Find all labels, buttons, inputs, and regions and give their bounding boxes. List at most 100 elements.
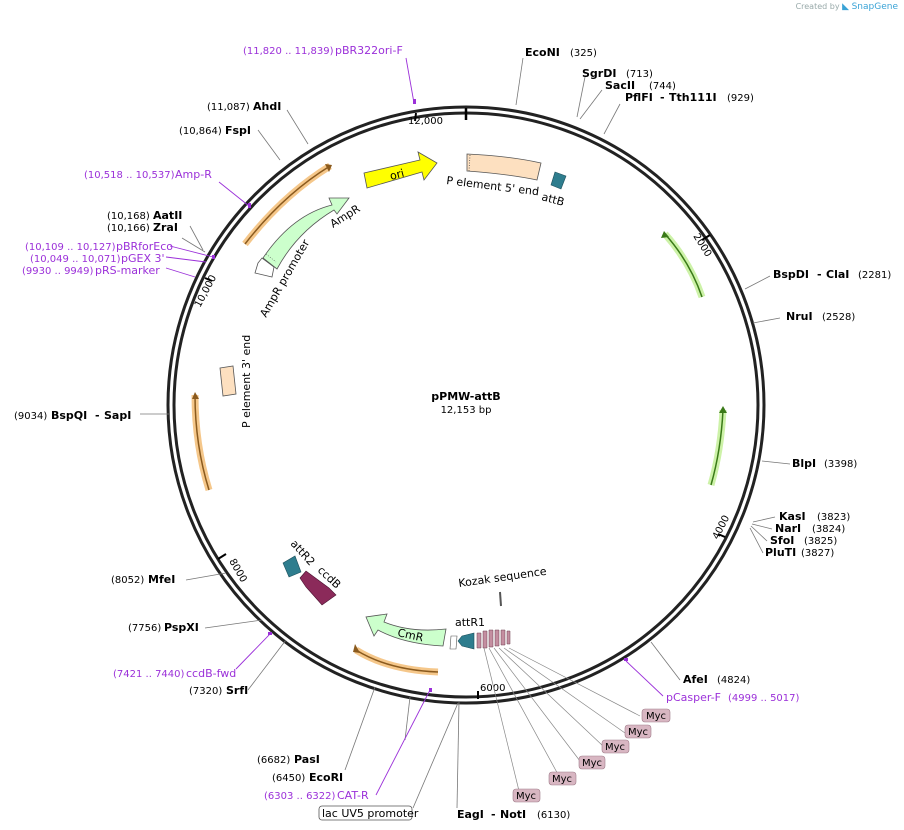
primer-pos: (7421 .. 7440)	[113, 669, 185, 680]
myc-tag-2[interactable]: Myc	[624, 724, 652, 739]
primer-Amp-R[interactable]: (10,518 .. 10,537) Amp-R	[84, 168, 212, 181]
site-name: SfoI	[770, 534, 794, 547]
attR2-feature: attR2	[282, 537, 318, 578]
site-PspXI[interactable]: (7756) PspXI	[128, 621, 199, 634]
primer-pos: (11,820 .. 11,839)	[243, 46, 334, 57]
myc-tag-1[interactable]: Myc	[641, 708, 671, 723]
ori-feature: ori	[363, 151, 438, 189]
site-pos: (325)	[570, 48, 597, 59]
snapgene-watermark: Created by ◣ SnapGene	[796, 2, 898, 12]
site-pos: (2528)	[822, 312, 855, 323]
site-NarI[interactable]: NarI (3824)	[775, 522, 845, 535]
myc-tag-label: Myc	[605, 742, 625, 753]
site-PasI[interactable]: (6682) PasI	[257, 753, 320, 766]
p-element-3-feature: P element 3' end	[219, 335, 253, 428]
site-name: BlpI	[792, 457, 816, 470]
snapgene-logo-icon: ◣	[842, 2, 850, 12]
primer-name: Amp-R	[175, 168, 212, 181]
site-pos: (3398)	[824, 459, 857, 470]
myc-tag-6[interactable]: Myc	[512, 788, 541, 803]
kozak-label: Kozak sequence	[458, 565, 548, 590]
green-arc-2	[707, 409, 727, 486]
site-EcoRI[interactable]: (6450) EcoRI	[272, 771, 343, 784]
site-pos: (7756)	[128, 623, 161, 634]
site-pos: (3824)	[812, 524, 845, 535]
site-BspQI-SapI[interactable]: (9034) BspQI - SapI	[14, 409, 131, 422]
site-name: PflFI	[625, 91, 653, 104]
site-sep: -	[95, 409, 100, 422]
site-BspDI-ClaI[interactable]: BspDI - ClaI (2281)	[773, 268, 891, 281]
site-name: FspI	[225, 124, 251, 137]
attR1-label: attR1	[455, 616, 485, 629]
site-name: PspXI	[164, 621, 199, 634]
tick-label-12000: 12,000	[408, 116, 443, 127]
tick-label-8000: 8000	[226, 557, 248, 585]
site-PflFI-Tth111I[interactable]: PflFI - Tth111I (929)	[625, 91, 754, 104]
site-sep: -	[817, 268, 822, 281]
site-EcoNI[interactable]: EcoNI (325)	[525, 46, 597, 59]
site-name: SgrDI	[582, 67, 616, 80]
primer-pos: (4999 .. 5017)	[728, 693, 800, 704]
primer-name: ccdB-fwd	[186, 667, 236, 680]
site-pos: (744)	[649, 81, 676, 92]
myc-tag-5[interactable]: Myc	[548, 771, 577, 786]
site-pos: (10,168)	[107, 211, 150, 222]
site-name: EcoNI	[525, 46, 560, 59]
site-SrfI[interactable]: (7320) SrfI	[189, 684, 248, 697]
plasmid-length: 12,153 bp	[441, 405, 492, 416]
site-name: AhdI	[253, 100, 281, 113]
site-AfeI[interactable]: AfeI (4824)	[683, 673, 750, 686]
primer-pCasper-F[interactable]: pCasper-F (4999 .. 5017)	[666, 691, 800, 704]
site-sep: -	[491, 808, 496, 821]
site-BlpI[interactable]: BlpI (3398)	[792, 457, 857, 470]
site-name: PluTI	[765, 546, 796, 559]
orange-arc-1-core	[244, 165, 331, 245]
site-SgrDI[interactable]: SgrDI (713)	[582, 67, 653, 80]
primer-pGEX3[interactable]: (10,049 .. 10,071) pGEX 3'	[30, 252, 165, 265]
lac-uv5-promoter-box[interactable]: lac UV5 promoter	[318, 805, 419, 821]
primer-ccdB-fwd[interactable]: (7421 .. 7440) ccdB-fwd	[113, 667, 236, 680]
green-arc-2-head	[719, 406, 727, 413]
site-FspI[interactable]: (10,864) FspI	[179, 124, 251, 137]
site-pos: (713)	[626, 69, 653, 80]
site-EagI-NotI[interactable]: EagI - NotI (6130)	[457, 808, 570, 821]
site-pos: (6450)	[272, 773, 305, 784]
primer-marks	[212, 99, 628, 692]
site-SfoI[interactable]: SfoI (3825)	[770, 534, 837, 547]
site-ZraI[interactable]: (10,166) ZraI	[107, 221, 178, 234]
primer-pRS-marker[interactable]: (9930 .. 9949) pRS-marker	[22, 264, 160, 277]
myc-tag-label: Myc	[516, 791, 536, 802]
site-AatII[interactable]: (10,168) AatII	[107, 209, 182, 222]
site-NruI[interactable]: NruI (2528)	[786, 310, 855, 323]
myc-tag-3[interactable]: Myc	[601, 739, 630, 754]
orange-arc-2-core	[194, 394, 210, 491]
myc-tag-4[interactable]: Myc	[578, 755, 606, 770]
primer-name: pBRforEco	[116, 240, 173, 253]
site-name: AfeI	[683, 673, 708, 686]
primer-pos: (10,109 .. 10,127)	[25, 242, 116, 253]
orange-arc-3	[354, 647, 439, 676]
site-name: PasI	[294, 753, 320, 766]
primer-pBR322ori-F[interactable]: (11,820 .. 11,839) pBR322ori-F	[243, 44, 403, 57]
primer-CAT-R[interactable]: (6303 .. 6322) CAT-R	[264, 789, 369, 802]
site-pos: (11,087)	[207, 102, 250, 113]
lac-uv5-label: lac UV5 promoter	[322, 807, 419, 820]
site-pos: (3825)	[804, 536, 837, 547]
primer-pBRforEco[interactable]: (10,109 .. 10,127) pBRforEco	[25, 240, 173, 253]
orange-arc-3-head	[353, 644, 360, 653]
kozak-feature: Kozak sequence	[458, 565, 548, 607]
green-arc-1-head	[661, 231, 669, 238]
site-MfeI[interactable]: (8052) MfeI	[111, 573, 175, 586]
attR1-feature: attR1	[449, 616, 485, 650]
site-pos: (7320)	[189, 686, 222, 697]
site-pos: (3823)	[817, 512, 850, 523]
site-SacII[interactable]: SacII (744)	[605, 79, 676, 92]
orange-arc-2-head	[192, 392, 199, 399]
cmR-feature: CmR	[365, 613, 447, 647]
site-PluTI[interactable]: PluTI (3827)	[765, 546, 834, 559]
site-pos: (4824)	[717, 675, 750, 686]
primer-name: CAT-R	[337, 789, 369, 802]
site-KasI[interactable]: KasI (3823)	[779, 510, 850, 523]
site-AhdI[interactable]: (11,087) AhdI	[207, 100, 281, 113]
